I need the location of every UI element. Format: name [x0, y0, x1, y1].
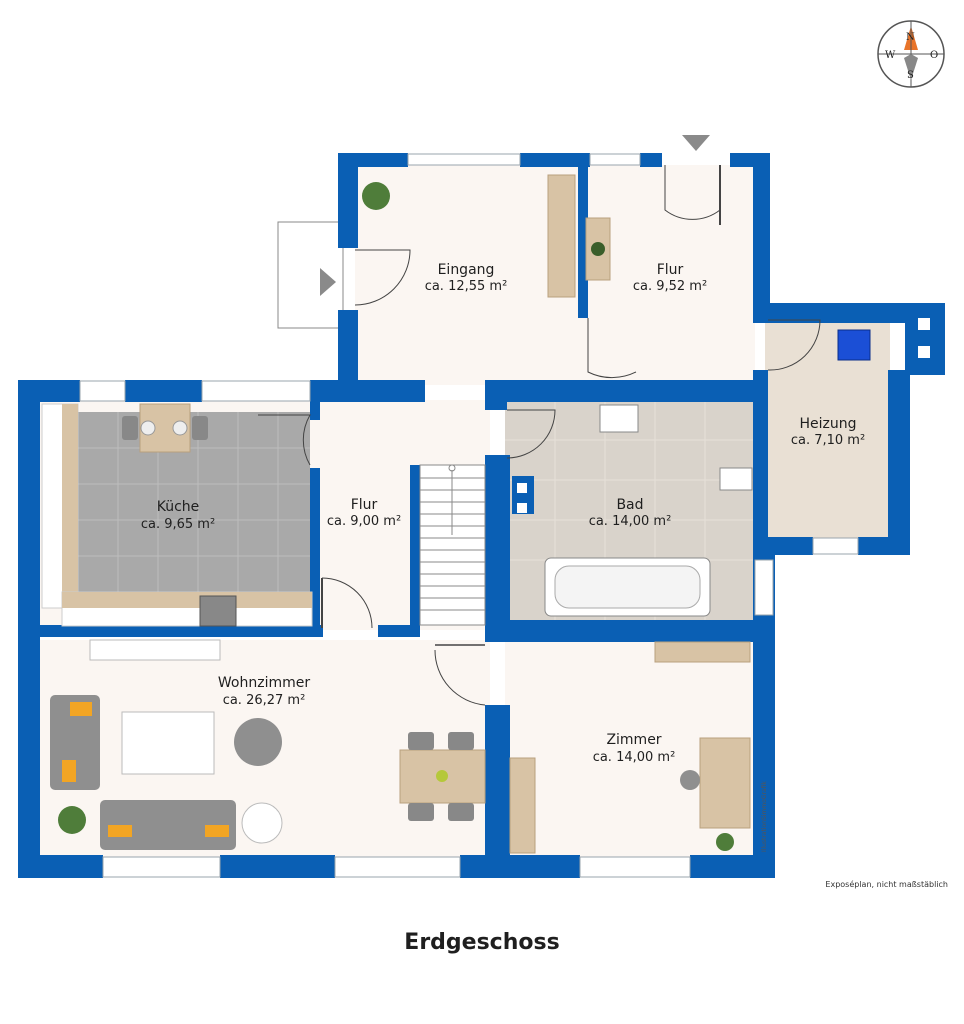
room-name-wohnzimmer: Wohnzimmer: [218, 675, 310, 691]
windows: [79, 153, 859, 878]
room-name-heizung: Heizung: [799, 416, 856, 432]
room-name-kueche: Küche: [157, 499, 200, 515]
room-name-flur-upper: Flur: [657, 262, 684, 278]
entrance-arrow-top-icon: [682, 135, 710, 151]
plan-note: Exposéplan, nicht maßstäblich: [825, 880, 948, 889]
room-name-flur-lower: Flur: [351, 497, 378, 513]
plant-icon-living: [58, 806, 86, 834]
sofa: [100, 800, 236, 850]
wardrobe: [547, 174, 576, 298]
illustration-credit: IllustrationSimmoGrafik: [761, 781, 768, 852]
room-area-wohnzimmer: ca. 26,27 m²: [223, 693, 306, 708]
kitchen-tiles: [78, 412, 310, 592]
compass-w: W: [885, 50, 896, 61]
compass-n: N: [906, 32, 915, 43]
room-name-eingang: Eingang: [438, 262, 495, 278]
round-chair: [234, 718, 282, 766]
bench: [509, 757, 536, 854]
desk: [699, 737, 751, 829]
room-area-heizung: ca. 7,10 m²: [791, 433, 865, 448]
plan-title: Erdgeschoss: [404, 930, 560, 955]
plant-icon-zimmer: [716, 833, 734, 851]
compass-s: S: [907, 70, 914, 81]
sink: [599, 404, 639, 433]
staircase: [419, 464, 486, 626]
side-table: [241, 802, 283, 844]
doors: [258, 165, 821, 706]
compass-icon: N O S W: [877, 20, 945, 88]
room-area-flur-lower: ca. 9,00 m²: [327, 514, 401, 529]
plant-icon: [362, 182, 390, 210]
entrance-arrow-icon: [320, 268, 336, 296]
toilet: [719, 467, 753, 491]
room-name-bad: Bad: [616, 497, 643, 513]
room-area-eingang: ca. 12,55 m²: [425, 279, 508, 294]
oven: [199, 595, 237, 627]
compass-e: O: [930, 50, 938, 61]
room-name-zimmer: Zimmer: [606, 732, 661, 748]
shelf: [654, 641, 751, 663]
walls: [18, 153, 945, 878]
room-area-flur-upper: ca. 9,52 m²: [633, 279, 707, 294]
coffee-table: [121, 711, 215, 775]
room-area-bad: ca. 14,00 m²: [589, 514, 672, 529]
furniture: [41, 174, 930, 854]
room-area-kueche: ca. 9,65 m²: [141, 517, 215, 532]
room-labels: Eingang ca. 12,55 m² Flur ca. 9,52 m² He…: [141, 262, 865, 765]
room-area-zimmer: ca. 14,00 m²: [593, 750, 676, 765]
sideboard: [89, 639, 221, 661]
boiler: [837, 329, 871, 361]
